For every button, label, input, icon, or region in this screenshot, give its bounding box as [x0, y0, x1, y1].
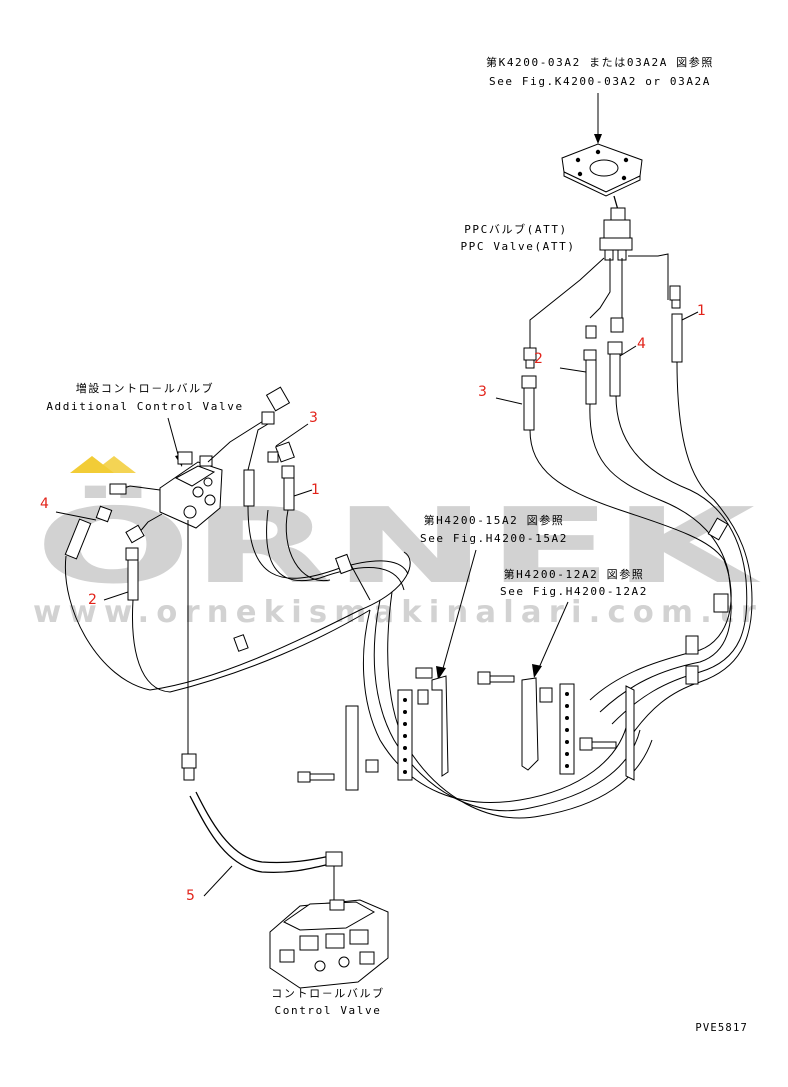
ppc-valve-label-jp: PPCバルブ(ATT): [464, 222, 568, 236]
watermark-url: www.ornekismakinalari.com.tr: [33, 595, 763, 630]
clamp-b: [233, 634, 249, 652]
add-hose-2: [127, 559, 139, 601]
bolt-left: [297, 771, 335, 783]
ppc-nut-4: [607, 341, 623, 355]
ppc-nut-3: [521, 375, 537, 389]
hose-5-top: [195, 791, 331, 864]
clamp-f: [685, 665, 699, 685]
add-hose-up: [247, 423, 269, 471]
add-adapter-top: [265, 386, 291, 412]
add-hose-4: [64, 518, 92, 560]
fig-ref-top-en: See Fig.K4200-03A2 or 03A2A: [489, 75, 711, 88]
callout-ppc-4: 4: [637, 336, 646, 352]
callout-line-add-2: [103, 591, 129, 601]
ppc-line-c: [628, 253, 669, 300]
clamp-e: [685, 635, 699, 655]
callout-line-add-4: [55, 511, 97, 521]
callout-line-add-1: [293, 489, 313, 497]
clamp-a: [334, 553, 354, 575]
ppc-hose-4: [609, 353, 621, 397]
add-valve-label-jp: 増設コントロ－ルバルブ: [76, 381, 215, 395]
add-nut-1: [281, 465, 295, 479]
fig-ref-12-en: See Fig.H4200-12A2: [500, 585, 648, 598]
ppc-adapter-2: [523, 347, 537, 369]
callout-add-1: 1: [311, 482, 320, 498]
callout-line-ppc-3: [495, 397, 523, 405]
ppc-line-a: [589, 258, 611, 319]
add-nut-left: [109, 483, 127, 495]
add-nut-3b: [267, 451, 279, 463]
clamp-d: [713, 593, 729, 613]
add-nut-3a: [261, 411, 275, 425]
ppc-line-d: [529, 257, 605, 350]
callout-line-ppc-4: [619, 345, 637, 357]
control-valve-label-en: Control Valve: [275, 1004, 382, 1017]
callout-line-add-3: [275, 423, 309, 447]
fig-ref-15-en: See Fig.H4200-15A2: [420, 532, 568, 545]
callout-line-ppc-1: [681, 311, 699, 321]
hose-5-end: [325, 851, 343, 867]
fitting-lower: [183, 767, 195, 781]
leader-ref-15-arrow: [436, 666, 446, 680]
callout-ppc-3: 3: [478, 384, 487, 400]
add-nut-4: [95, 505, 113, 523]
hose-5-bottom: [189, 795, 331, 874]
hose-bundle: [64, 361, 753, 819]
ppc-nut-2b: [583, 349, 597, 361]
add-nut-2: [125, 547, 139, 561]
callout-add-3: 3: [309, 410, 318, 426]
ppc-hose-1: [671, 313, 683, 363]
leader-top-arrow: [594, 134, 602, 144]
bolt-right: [579, 737, 617, 751]
add-valve-label-en: Additional Control Valve: [46, 400, 243, 413]
ppc-adapter-right: [669, 285, 681, 309]
fitting-upper: [181, 753, 197, 769]
control-valve-label-jp: コントロ－ルバルブ: [271, 986, 384, 1000]
watermark: ÖRNEK www.ornekismakinalari.com.tr: [33, 456, 763, 630]
leader-ref-15: [441, 549, 477, 673]
callout-line-5: [203, 865, 233, 897]
additional-control-valve: [159, 451, 223, 529]
add-line-upper: [207, 417, 269, 463]
callout-ppc-2: 2: [534, 351, 543, 367]
fig-ref-top-jp: 第K4200-03A2 または03A2A 図参照: [486, 55, 714, 69]
fig-ref-15-jp: 第H4200-15A2 図参照: [424, 513, 565, 527]
watermark-accent-right: [92, 456, 136, 473]
callout-add-2: 2: [88, 592, 97, 608]
callout-ppc-1: 1: [697, 303, 706, 319]
ppc-cover-plate: [561, 143, 643, 197]
watermark-brand: ÖRNEK: [35, 485, 761, 607]
bracket-15: [345, 667, 449, 791]
clamp-c: [707, 517, 729, 541]
leader-ref-12-arrow: [532, 664, 542, 678]
bolt-mid: [477, 671, 515, 685]
fig-ref-12-jp: 第H4200-12A2 図参照: [504, 567, 645, 581]
ppc-adapter-mid: [585, 317, 624, 339]
drawing-code: PVE5817: [695, 1022, 748, 1034]
callout-5: 5: [186, 888, 195, 904]
callout-line-ppc-2b: [559, 367, 587, 373]
add-elbow-2: [125, 524, 145, 544]
add-hose-1: [283, 477, 295, 511]
ppc-hose-2b: [585, 359, 597, 405]
ppc-valve: [599, 195, 633, 261]
main-control-valve: [269, 899, 389, 989]
add-hose-tube: [243, 469, 255, 507]
callout-add-4: 4: [40, 496, 49, 512]
leader-ref-12: [537, 601, 569, 671]
ppc-valve-label-en: PPC Valve(ATT): [460, 240, 575, 253]
ppc-hose-3: [523, 387, 535, 431]
bracket-12: [521, 677, 635, 781]
